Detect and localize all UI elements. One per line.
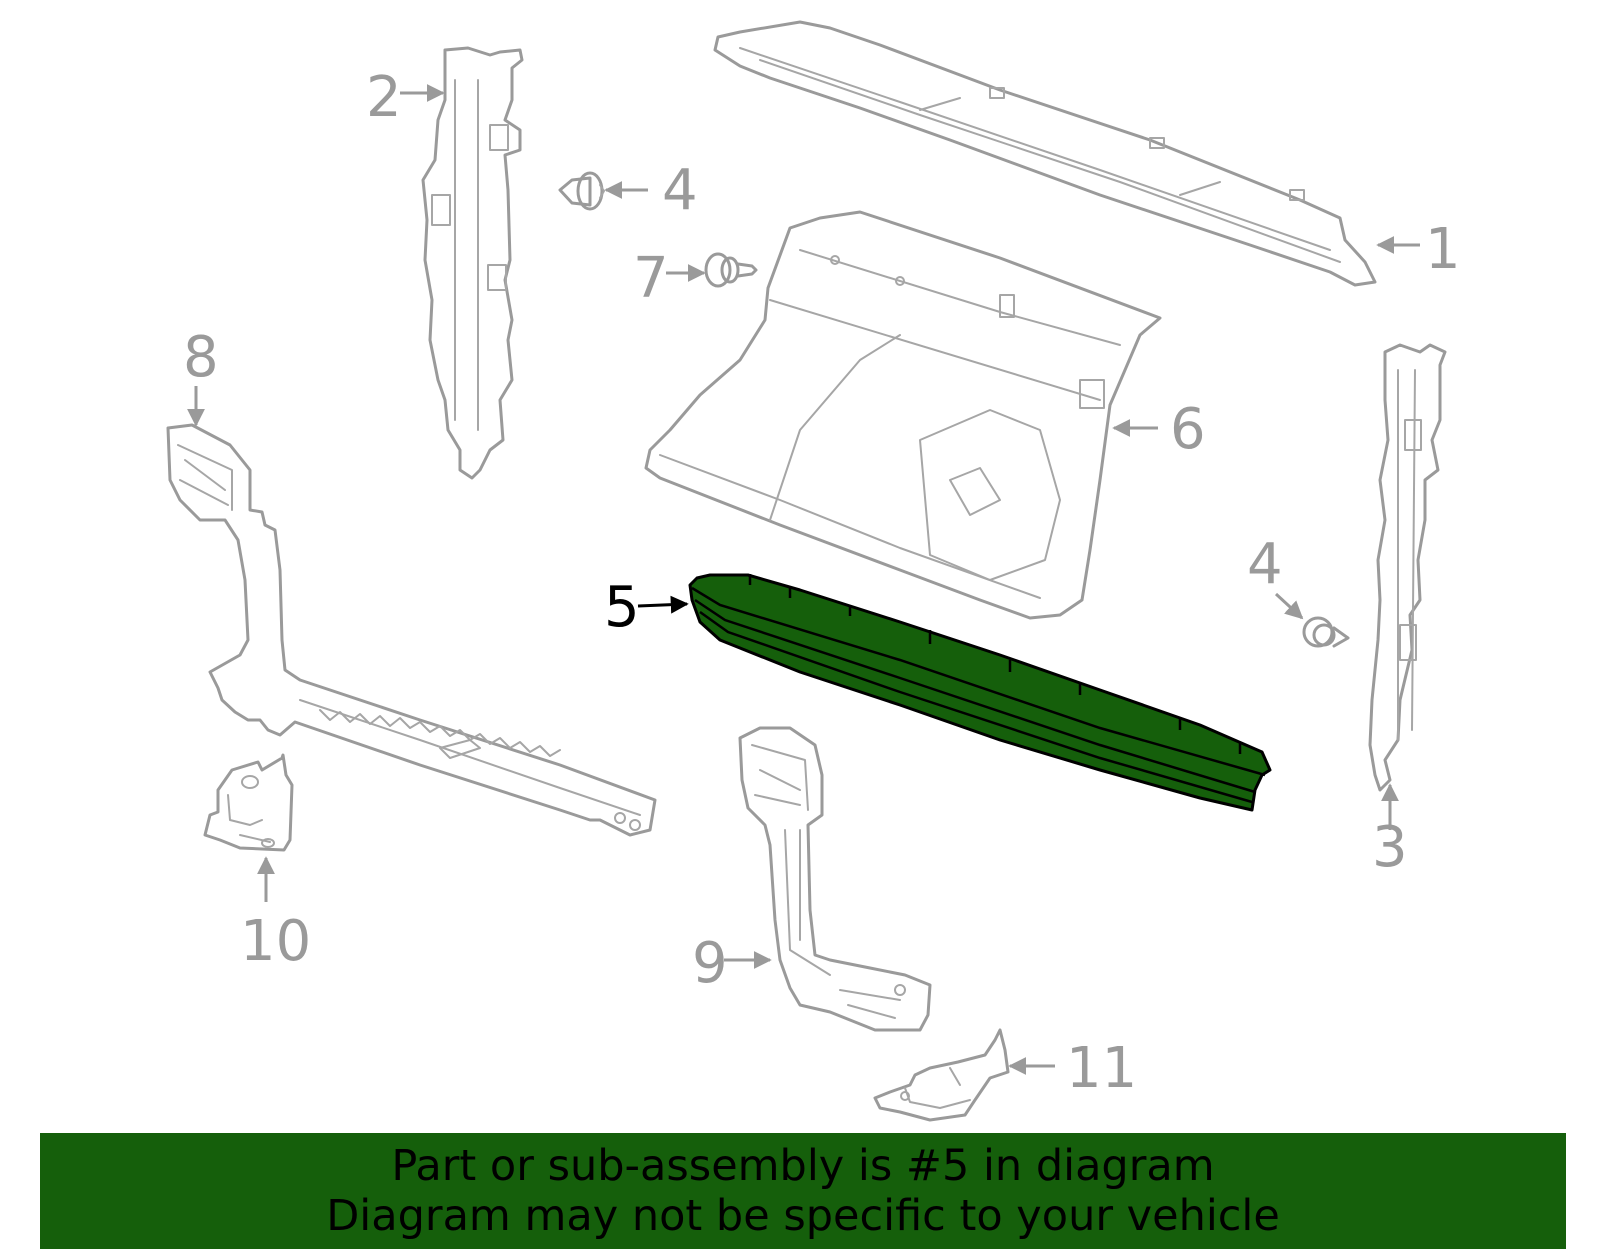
part-10-lower-left-bracket — [203, 753, 294, 852]
part-4-push-pin-upper — [558, 171, 605, 211]
callout-9: 9 — [692, 931, 772, 996]
callout-label: 9 — [692, 931, 728, 996]
part-8-left-side-bracket — [166, 423, 657, 837]
callout-4-lower: 4 — [1247, 532, 1304, 620]
part-6-air-baffle — [644, 210, 1162, 620]
part-1-upper-tie-bar — [713, 20, 1377, 287]
info-banner: Part or sub-assembly is #5 in diagram Di… — [40, 1133, 1566, 1249]
callout-label: 2 — [366, 65, 402, 130]
part-9-lower-center-bracket — [738, 726, 932, 1032]
banner-line-part-number: Part or sub-assembly is #5 in diagram — [391, 1141, 1215, 1191]
callout-1: 1 — [1376, 217, 1461, 282]
callout-label: 8 — [183, 325, 219, 390]
callout-3: 3 — [1372, 783, 1408, 880]
callout-11: 11 — [1008, 1036, 1137, 1101]
callout-label: 10 — [240, 909, 311, 974]
callout-label: 7 — [633, 246, 669, 311]
callout-10: 10 — [240, 856, 311, 974]
callout-label: 4 — [662, 158, 698, 223]
callout-4-upper: 4 — [604, 158, 698, 223]
callout-8: 8 — [183, 325, 219, 427]
part-4-push-pin-lower — [1302, 616, 1350, 648]
banner-line-disclaimer: Diagram may not be specific to your vehi… — [326, 1191, 1280, 1241]
callout-2: 2 — [366, 65, 445, 130]
part-5-lower-deflector-highlighted — [688, 573, 1272, 812]
callout-label: 11 — [1066, 1036, 1137, 1101]
callout-label-active: 5 — [604, 575, 640, 640]
callout-label: 1 — [1425, 217, 1461, 282]
callout-5: 5 — [604, 575, 689, 640]
part-11-mounting-bracket — [873, 1028, 1010, 1122]
part-3-right-bracket — [1368, 343, 1447, 792]
part-2-left-bracket — [421, 46, 524, 480]
callout-7: 7 — [633, 246, 706, 311]
parts-diagram: 1 2 3 4 4 5 6 7 8 9 10 11 — [166, 20, 1461, 1122]
callout-label: 4 — [1247, 532, 1283, 597]
callout-label: 3 — [1372, 815, 1408, 880]
callout-6: 6 — [1112, 397, 1206, 462]
part-7-clip — [704, 252, 758, 288]
callout-label: 6 — [1170, 397, 1206, 462]
